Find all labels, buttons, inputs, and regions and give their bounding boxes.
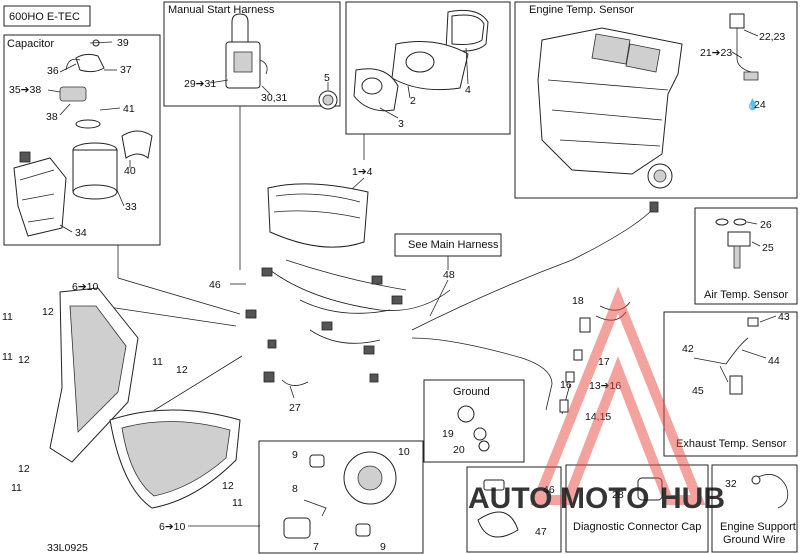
- callout-22-23: 22,23: [759, 31, 785, 43]
- callout-3: 3: [398, 118, 404, 130]
- callout-11-c: 11: [152, 356, 163, 368]
- model-label: 600HO E-TEC: [9, 11, 80, 23]
- callout-30-31: 30,31: [261, 92, 287, 104]
- callout-29-31: 29➔31: [184, 78, 216, 90]
- callout-36: 36: [47, 65, 59, 77]
- watermark-hub: HUB: [660, 482, 725, 515]
- air-temp-sensor-title: Air Temp. Sensor: [704, 289, 789, 301]
- callout-35-38: 35➔38: [9, 84, 41, 96]
- callout-12-d: 12: [18, 463, 30, 475]
- lower-headlight: [109, 409, 241, 509]
- callout-16: 16: [560, 379, 572, 391]
- callout-28: 28: [612, 489, 624, 501]
- upper-headlight: [49, 287, 139, 463]
- callout-9-b: 9: [380, 541, 386, 553]
- callout-39: 39: [117, 37, 129, 49]
- exhaust-temp-sensor-title: Exhaust Temp. Sensor: [676, 438, 787, 450]
- exhaust-temp-sensor-part: [693, 317, 759, 395]
- engine-support-ground-wire-title-1: Engine Support: [720, 521, 796, 533]
- engine-temp-sensor-title: Engine Temp. Sensor: [529, 4, 634, 16]
- engine-support-ground-wire-part: [751, 474, 789, 509]
- callout-19: 19: [442, 428, 454, 440]
- callout-46-left: 46: [209, 279, 221, 291]
- callout-11-e: 11: [232, 497, 243, 509]
- main-harness-illustration: [245, 183, 659, 411]
- callout-42: 42: [682, 343, 694, 355]
- callout-44: 44: [768, 355, 780, 367]
- capacitor-title: Capacitor: [7, 38, 54, 50]
- callout-10: 10: [398, 446, 410, 458]
- callout-5: 5: [324, 72, 330, 84]
- callout-43: 43: [778, 311, 790, 323]
- model-label-box: [3, 5, 91, 27]
- engine-illustration: [537, 27, 683, 189]
- callout-7: 7: [313, 541, 319, 553]
- callout-2: 2: [410, 95, 416, 107]
- callout-20: 20: [453, 444, 465, 456]
- callout-9-a: 9: [292, 449, 298, 461]
- manual-start-harness-title: Manual Start Harness: [168, 4, 275, 16]
- callout-25: 25: [762, 242, 774, 254]
- callout-12-e: 12: [222, 480, 234, 492]
- callout-27: 27: [289, 402, 301, 414]
- callout-12-b: 12: [18, 354, 30, 366]
- callout-24: 24: [754, 99, 766, 111]
- air-temp-sensor-part: [715, 218, 751, 269]
- watermark-moto: MOTO: [560, 482, 649, 515]
- callout-33: 33: [125, 201, 137, 213]
- air-temp-sensor-box: [694, 207, 798, 305]
- diagram-code: 33L0925: [47, 542, 88, 554]
- callout-6-10-top: 6➔10: [72, 281, 98, 293]
- callout-24-drop: 💧: [746, 98, 759, 111]
- automotohub-watermark: AUTO MOTO HUB: [468, 286, 725, 515]
- callout-11-b: 11: [2, 351, 13, 363]
- callout-34: 34: [75, 227, 87, 239]
- see-main-harness-label: See Main Harness: [408, 239, 499, 251]
- callout-1-4: 1➔4: [352, 166, 373, 178]
- gauge-cluster-parts: [318, 9, 489, 112]
- callout-11-d: 11: [11, 482, 22, 494]
- callout-37: 37: [120, 64, 132, 76]
- callout-45: 45: [692, 385, 704, 397]
- callout-4: 4: [465, 84, 471, 96]
- diagnostic-connector-cap-box: [565, 464, 709, 553]
- callout-21-23: 21➔23: [700, 47, 732, 59]
- callout-8: 8: [292, 483, 298, 495]
- callout-32: 32: [725, 478, 737, 490]
- callout-26: 26: [760, 219, 772, 231]
- engine-temp-sensor-part: [729, 13, 759, 81]
- ground-box: [423, 379, 525, 463]
- callout-17: 17: [598, 356, 610, 368]
- capacitor-parts: [13, 39, 153, 237]
- callout-12-a: 12: [42, 306, 54, 318]
- engine-support-ground-wire-title-2: Ground Wire: [723, 534, 785, 546]
- callout-41: 41: [123, 103, 135, 115]
- watermark-auto: AUTO: [468, 482, 552, 515]
- callout-6-10-bottom: 6➔10: [159, 521, 185, 533]
- manual-start-harness-part: [225, 13, 268, 89]
- ground-parts: [457, 405, 490, 452]
- callout-18: 18: [572, 295, 584, 307]
- callout-48: 48: [443, 269, 455, 281]
- callout-47: 47: [535, 526, 547, 538]
- clamp-parts: [477, 479, 519, 538]
- callout-11-a: 11: [2, 311, 13, 323]
- callout-12-c: 12: [176, 364, 188, 376]
- callout-46-bottom: 46: [543, 484, 555, 496]
- callout-38: 38: [46, 111, 58, 123]
- diagnostic-connector-cap-title: Diagnostic Connector Cap: [573, 521, 701, 533]
- headlight-bulb-parts: [283, 451, 397, 539]
- ground-title: Ground: [453, 386, 490, 398]
- callout-40: 40: [124, 165, 136, 177]
